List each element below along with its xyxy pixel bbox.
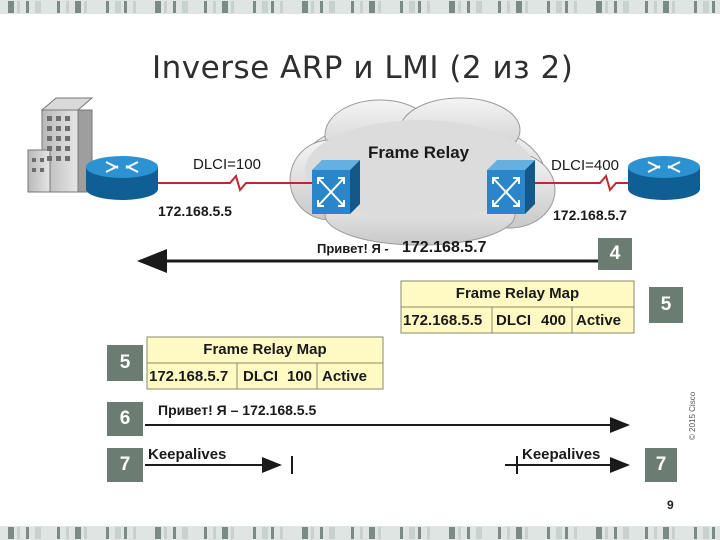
building-icon [28,98,92,192]
step4-badge: 4 [598,238,632,270]
step7-right-badge: 7 [645,448,677,482]
left-map-status: Active [322,368,367,385]
step5-right-badge: 5 [649,287,683,323]
step7-left-badge: 7 [107,448,143,482]
right-map-status: Active [576,312,621,329]
step6-message: Привет! Я – 172.168.5.5 [158,402,316,418]
step6-badge: 6 [107,402,143,436]
keepalive-left-label: Keepalives [148,446,226,463]
step4-message-prefix: Привет! Я - [317,241,389,256]
right-map-title: Frame Relay Map [401,285,634,302]
left-router-icon [86,156,158,200]
right-map-ip: 172.168.5.5 [403,312,482,329]
left-link [155,176,312,190]
right-router-icon [628,156,700,200]
right-map-dlci-word: DLCI [496,312,531,329]
step4-message-ip: 172.168.5.7 [402,239,487,257]
left-dlci-label: DLCI=100 [193,156,261,173]
page-number: 9 [667,498,674,512]
right-map-dlci-value: 400 [541,312,566,329]
copyright-note: © 2015 Cisco [688,392,697,440]
left-switch-icon [312,160,360,214]
left-map-dlci-word: DLCI [243,368,278,385]
right-router-ip: 172.168.5.7 [553,207,627,223]
left-map-title: Frame Relay Map [147,341,383,358]
right-switch-icon [487,160,535,214]
left-router-ip: 172.168.5.5 [158,203,232,219]
keepalive-right-label: Keepalives [522,446,600,463]
cloud-label: Frame Relay [368,143,469,163]
left-map-ip: 172.168.5.7 [149,368,228,385]
left-map-dlci-value: 100 [287,368,312,385]
right-dlci-label: DLCI=400 [551,157,619,174]
step5-left-badge: 5 [107,345,143,381]
